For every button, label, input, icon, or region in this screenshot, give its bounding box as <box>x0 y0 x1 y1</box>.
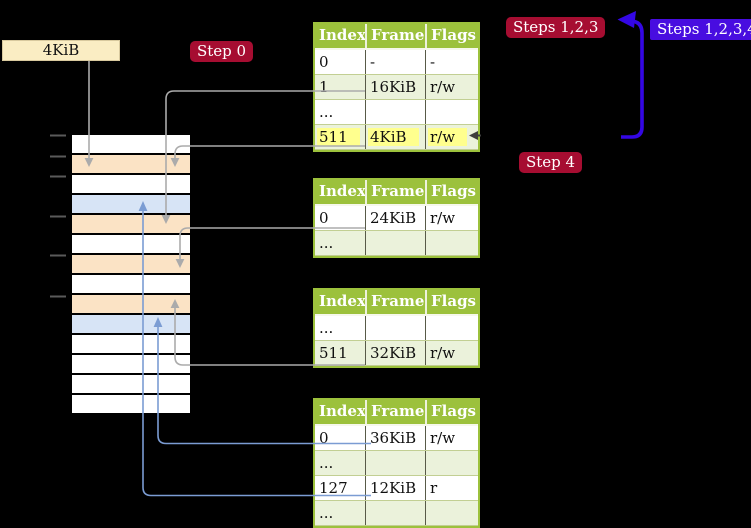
cell-index: 0 <box>319 53 329 71</box>
cell-flags: r/w <box>425 206 478 230</box>
cell-index: 127 <box>319 479 348 497</box>
cell-index: ... <box>319 319 334 337</box>
cell-frame: 36KiB <box>365 426 425 450</box>
cell-frame <box>365 451 425 475</box>
cell-index: 1 <box>319 78 329 96</box>
page-table-3: Index Frame Flags ... 511 32KiB r/w <box>313 288 480 368</box>
steps-1234-label: Steps 1,2,3,4 <box>650 19 751 40</box>
table-row: ... <box>315 316 478 341</box>
cell-flags: r/w <box>425 75 478 99</box>
table-row: 127 12KiB r <box>315 476 478 501</box>
cell-index: 0 <box>319 209 329 227</box>
table-header: Index Frame Flags <box>315 400 478 426</box>
steps-123-label: Steps 1,2,3 <box>506 17 606 38</box>
cell-frame: 12KiB <box>365 476 425 500</box>
memory-frame-row <box>72 175 190 195</box>
table-row: ... <box>315 501 478 526</box>
cell-frame: 4KiB <box>365 125 425 149</box>
cell-flags <box>425 451 478 475</box>
step0-label: Step 0 <box>190 41 254 62</box>
column-header-frame: Frame <box>365 24 425 48</box>
page-table-2: Index Frame Flags 0 24KiB r/w ... <box>313 178 480 258</box>
memory-frame-row <box>72 315 190 335</box>
memory-frame-row <box>72 215 190 235</box>
memory-frame-row <box>72 255 190 275</box>
cell-flags: r/w <box>425 426 478 450</box>
table-header: Index Frame Flags <box>315 180 478 206</box>
cell-flags: r/w <box>425 125 478 149</box>
memory-frame-row <box>72 375 190 395</box>
cell-frame <box>365 501 425 525</box>
table-row: ... <box>315 451 478 476</box>
memory-frame-row <box>72 195 190 215</box>
column-header-flags: Flags <box>425 24 478 48</box>
cell-flags: r/w <box>425 341 478 365</box>
memory-frame-row <box>72 275 190 295</box>
highlight-mark: 511 <box>317 128 360 146</box>
cell-frame: 32KiB <box>365 341 425 365</box>
cell-frame <box>365 316 425 340</box>
cell-frame: - <box>365 50 425 74</box>
memory-address-ticks <box>50 134 66 298</box>
memory-frame-row <box>72 235 190 255</box>
memory-frame-row <box>72 335 190 355</box>
size-label-4kib: 4KiB <box>2 40 120 61</box>
table-row: 511 32KiB r/w <box>315 341 478 366</box>
cell-index: 511 <box>315 125 365 149</box>
column-header-index: Index <box>319 182 365 200</box>
table-row-highlighted: 511 4KiB r/w <box>315 125 478 150</box>
column-header-index: Index <box>319 402 365 420</box>
cell-flags <box>425 316 478 340</box>
highlight-mark: r/w <box>428 128 468 146</box>
column-header-flags: Flags <box>425 180 478 204</box>
column-header-flags: Flags <box>425 400 478 424</box>
memory-frame-row <box>72 295 190 315</box>
cell-flags <box>425 100 478 124</box>
table-row: ... <box>315 231 478 256</box>
column-header-frame: Frame <box>365 290 425 314</box>
cell-index: 0 <box>319 429 329 447</box>
table-header: Index Frame Flags <box>315 290 478 316</box>
table-row: ... <box>315 100 478 125</box>
cell-flags: - <box>425 50 478 74</box>
table-row: 0 36KiB r/w <box>315 426 478 451</box>
memory-frame-row <box>72 395 190 415</box>
cell-index: ... <box>319 103 334 121</box>
memory-frame-row <box>72 155 190 175</box>
cell-index: ... <box>319 504 334 522</box>
cell-frame <box>365 231 425 255</box>
memory-frame-row <box>72 355 190 375</box>
memory-frame-row <box>72 135 190 155</box>
highlight-mark: 4KiB <box>368 128 419 146</box>
table-row: 0 - - <box>315 50 478 75</box>
physical-memory-column <box>72 135 190 415</box>
column-header-index: Index <box>319 26 365 44</box>
column-header-index: Index <box>319 292 365 310</box>
column-header-frame: Frame <box>365 180 425 204</box>
cell-index: ... <box>319 234 334 252</box>
cell-index: 511 <box>319 344 348 362</box>
cell-frame: 16KiB <box>365 75 425 99</box>
cell-frame: 24KiB <box>365 206 425 230</box>
cell-flags <box>425 231 478 255</box>
cell-frame <box>365 100 425 124</box>
step4-label: Step 4 <box>519 152 583 173</box>
cell-flags: r <box>425 476 478 500</box>
recursive-arrow-path <box>621 19 644 139</box>
column-header-flags: Flags <box>425 290 478 314</box>
column-header-frame: Frame <box>365 400 425 424</box>
cell-index: ... <box>319 454 334 472</box>
cell-flags <box>425 501 478 525</box>
table-row: 0 24KiB r/w <box>315 206 478 231</box>
table-row: 1 16KiB r/w <box>315 75 478 100</box>
recursive-loop-arrow <box>617 11 644 139</box>
table-header: Index Frame Flags <box>315 24 478 50</box>
arrowhead-left-icon <box>617 11 636 28</box>
page-table-4: Index Frame Flags 0 36KiB r/w ... 127 12… <box>313 398 480 528</box>
page-table-1: Index Frame Flags 0 - - 1 16KiB r/w ... … <box>313 22 480 152</box>
